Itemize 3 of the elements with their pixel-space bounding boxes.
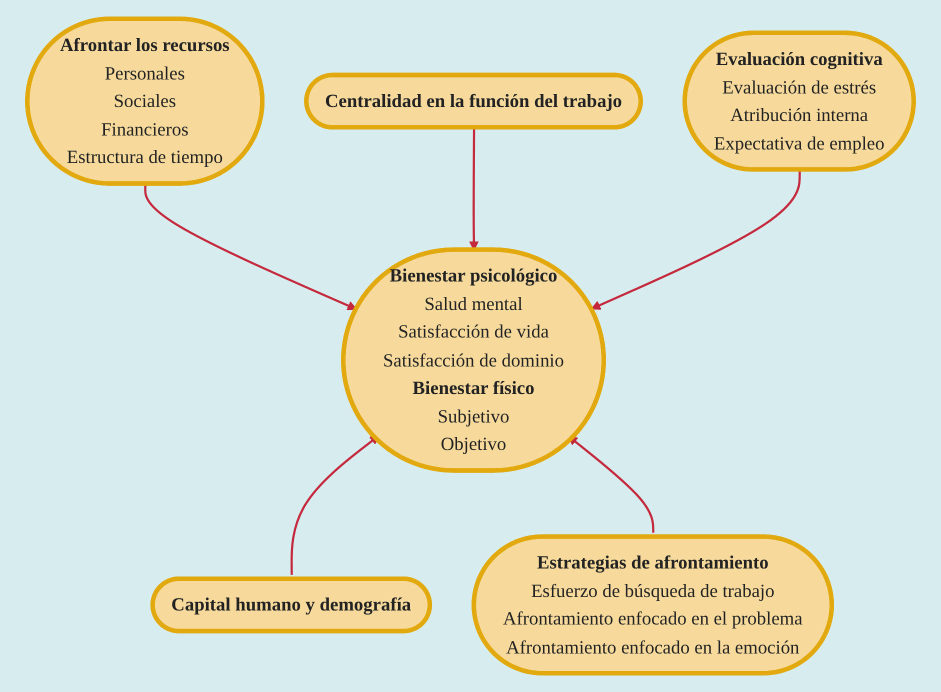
arrow [568, 436, 654, 533]
arrow [144, 184, 357, 310]
arrow [590, 170, 801, 310]
